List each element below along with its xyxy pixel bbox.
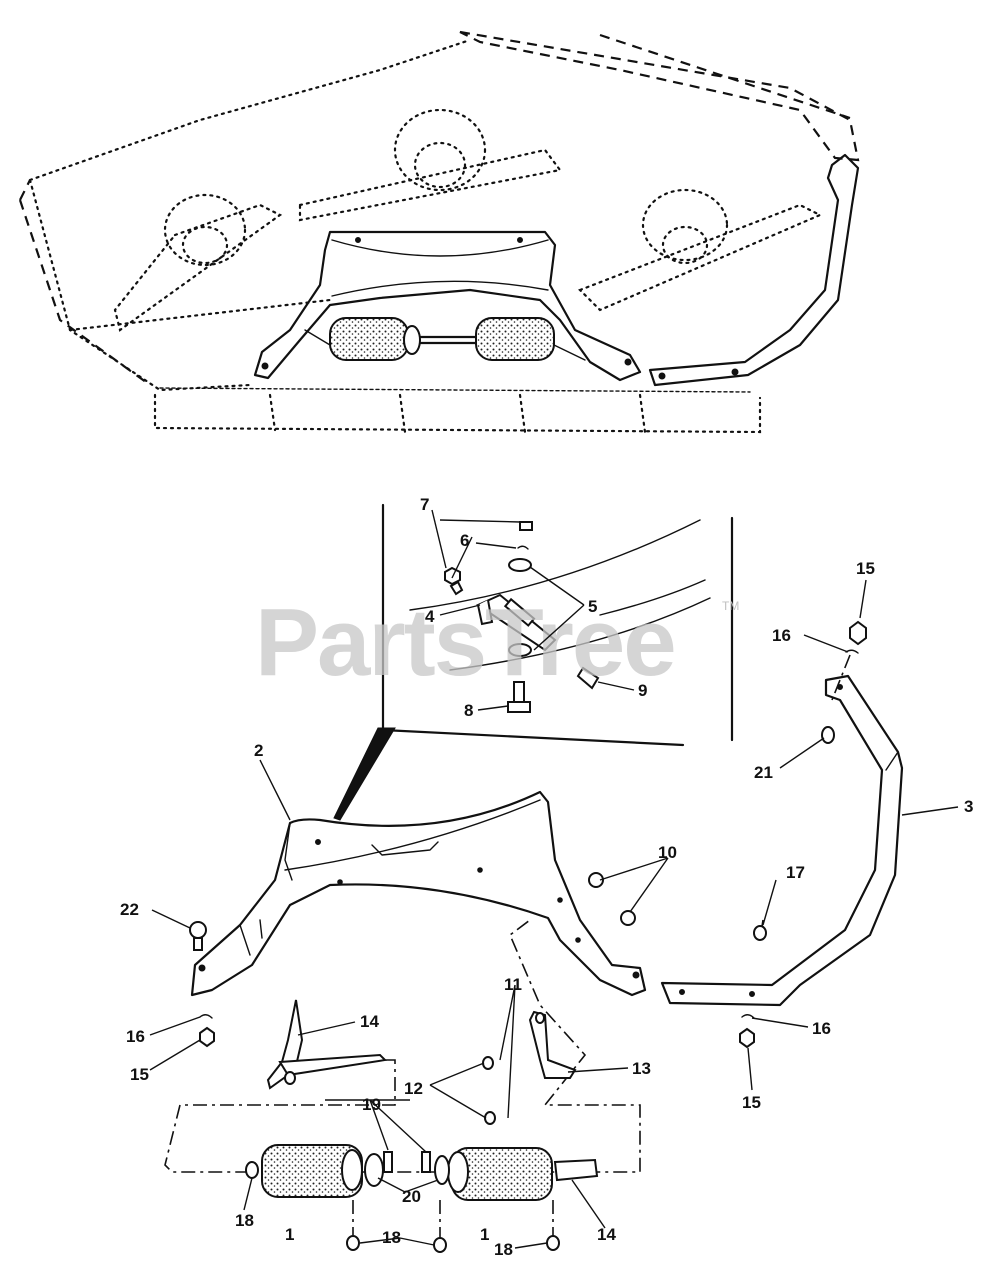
callout-15-top: 15	[856, 559, 875, 578]
callout-22: 22	[120, 900, 139, 919]
callout-labels: 7 6 5 4 8 9 2 3 10 22 17 15 16 21 16 15 …	[120, 495, 973, 1259]
wheel-bracket-13	[528, 1010, 577, 1079]
callout-1-right: 1	[480, 1225, 489, 1244]
callout-8: 8	[464, 701, 473, 720]
callout-2: 2	[254, 741, 263, 760]
callout-leaders	[149, 509, 959, 1249]
callout-16-left: 16	[126, 1027, 145, 1046]
callout-1-left: 1	[285, 1225, 294, 1244]
bolt-21	[821, 726, 835, 744]
callout-7: 7	[420, 495, 429, 514]
callout-3: 3	[964, 797, 973, 816]
nut-15-left	[199, 1026, 215, 1048]
callout-13: 13	[632, 1059, 651, 1078]
callout-6: 6	[460, 531, 469, 550]
bolt-10-b	[620, 910, 636, 926]
callout-18-left: 18	[235, 1211, 254, 1230]
callout-18-right: 18	[494, 1240, 513, 1259]
bolt-22	[189, 921, 207, 939]
front-bracket-assembled	[253, 230, 642, 382]
roller-left-assembled	[329, 317, 409, 361]
nut-18-b	[433, 1237, 447, 1253]
callout-4: 4	[425, 607, 435, 626]
bolt-10-a	[588, 872, 604, 888]
callout-20: 20	[402, 1187, 421, 1206]
front-bracket-2	[190, 790, 647, 997]
bolt-12-a	[482, 1056, 494, 1070]
callout-12: 12	[404, 1079, 423, 1098]
watermark-tm: TM	[722, 599, 739, 613]
inset-detail	[333, 503, 734, 821]
callout-14-bottom: 14	[597, 1225, 616, 1244]
nut-18-c	[546, 1235, 560, 1251]
callout-5: 5	[588, 597, 597, 616]
callout-16-top: 16	[772, 626, 791, 645]
mower-deck-outline	[459, 30, 860, 162]
side-bracket-assembled	[648, 153, 860, 387]
bolt-12-b	[484, 1111, 496, 1125]
callout-17: 17	[786, 863, 805, 882]
watermark: PartsTree	[255, 589, 675, 696]
callout-15-left: 15	[130, 1065, 149, 1084]
callout-16-right: 16	[812, 1019, 831, 1038]
assembled-view	[18, 30, 860, 434]
callout-18-mid: 18	[382, 1228, 401, 1247]
assembly-line-rollers	[164, 919, 641, 1173]
callout-9: 9	[638, 681, 647, 700]
bolt-17	[753, 925, 767, 941]
callout-14-top: 14	[360, 1012, 379, 1031]
nut-15-right	[739, 1027, 755, 1049]
side-bracket-3	[660, 674, 904, 1007]
roller-right-assembled	[475, 317, 555, 361]
nut-15-top	[849, 620, 867, 646]
callout-21: 21	[754, 763, 773, 782]
callout-10: 10	[658, 843, 677, 862]
callout-15-right: 15	[742, 1093, 761, 1112]
bolt-18-left	[245, 1161, 259, 1179]
adjuster-bracket	[475, 593, 557, 652]
callout-11: 11	[504, 975, 522, 994]
nut-18-a	[346, 1235, 360, 1251]
callout-19: 19	[362, 1095, 381, 1114]
